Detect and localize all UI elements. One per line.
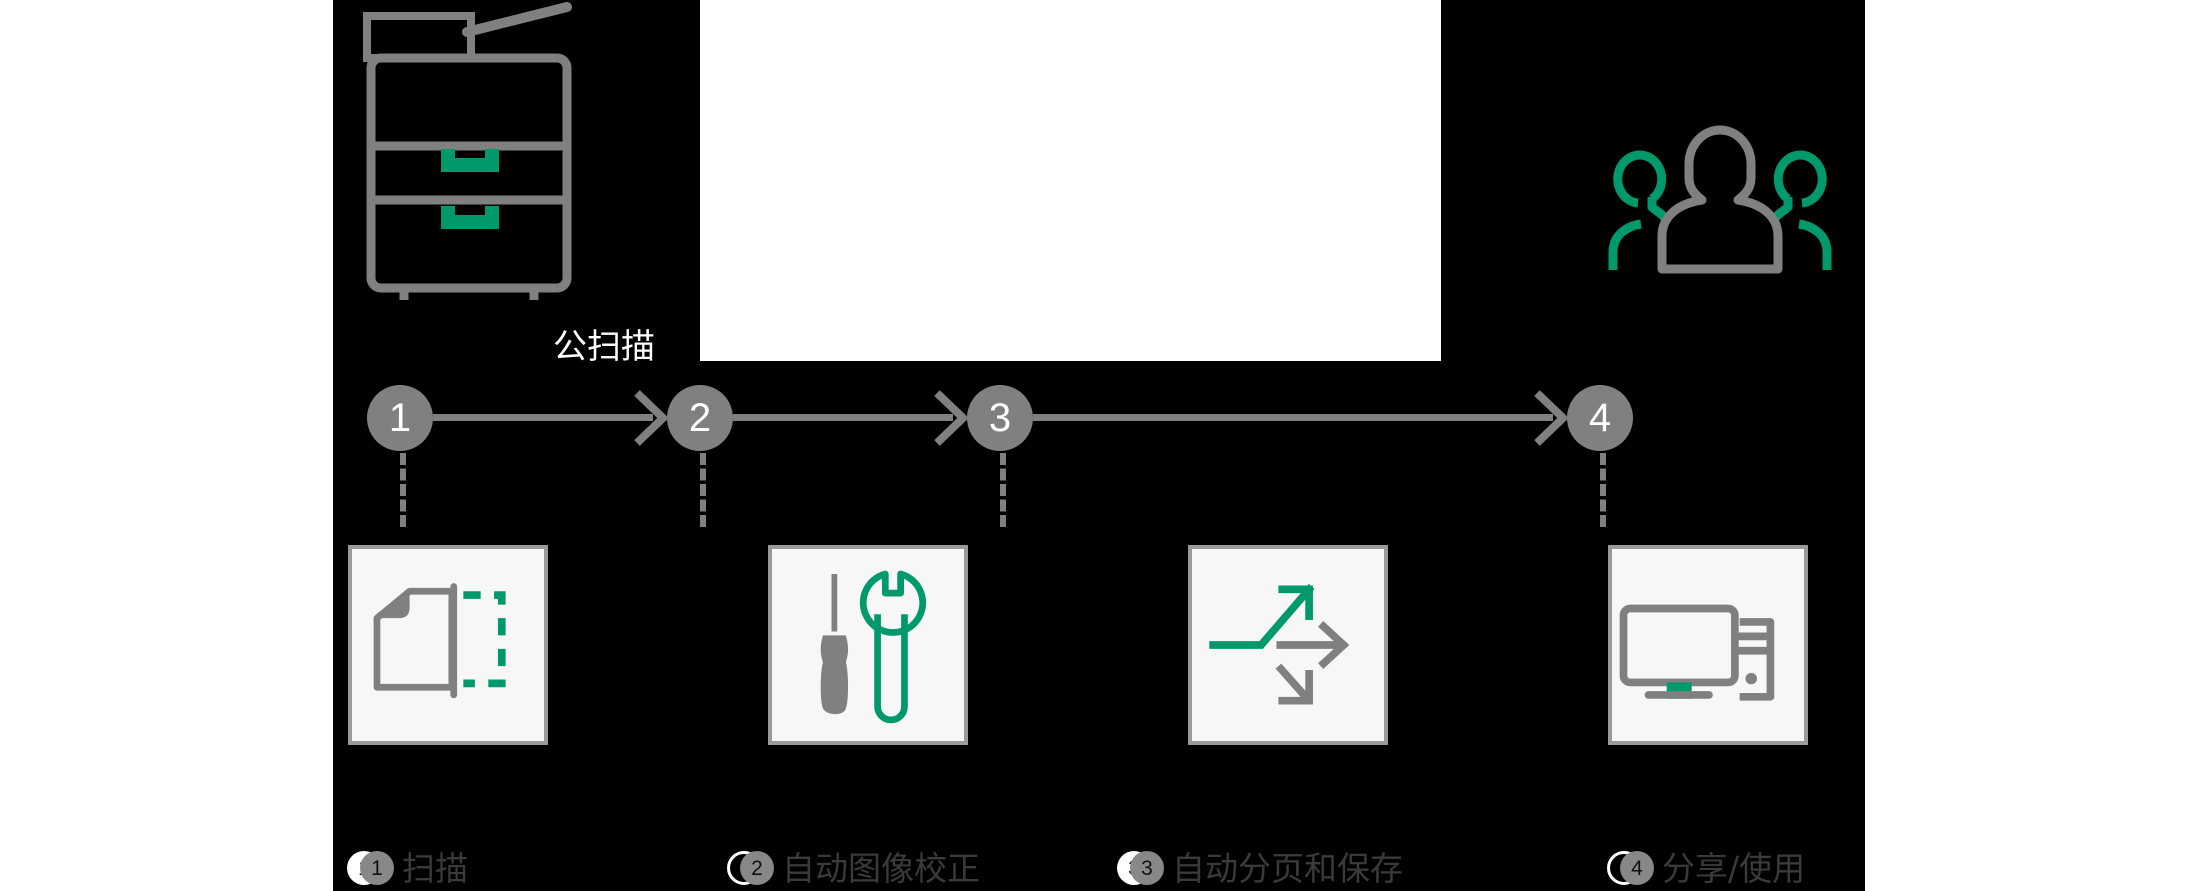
timeline-connector-2 <box>700 453 706 527</box>
printer-caption: 公扫描 <box>553 327 655 367</box>
badge-solid-1: 1 <box>360 851 394 885</box>
arrowhead-icon-2 <box>933 389 969 447</box>
timeline-segment-2 <box>733 414 953 421</box>
timeline-segment-3 <box>1033 414 1553 421</box>
card-share-use[interactable] <box>1608 545 1808 745</box>
screwdriver-wrench-icon <box>820 570 927 724</box>
arrowhead-icon-1 <box>633 389 669 447</box>
timeline-connector-1 <box>400 453 406 527</box>
arrowhead-icon-3 <box>1533 389 1569 447</box>
badge-2: 2 <box>727 851 774 885</box>
card-auto-split-save[interactable] <box>1188 545 1388 745</box>
diverging-arrows-icon <box>1209 583 1350 705</box>
people-group-icon <box>1600 110 1840 275</box>
timeline-step-4[interactable]: 4 <box>1567 385 1633 451</box>
label-text-4: 分享/使用 <box>1662 848 1806 888</box>
timeline-connector-3 <box>1000 453 1006 527</box>
timeline-step-3[interactable]: 3 <box>967 385 1033 451</box>
label-step-1: 1 1 扫描 <box>347 845 468 891</box>
timeline-connector-4 <box>1600 453 1606 527</box>
card-image-correction[interactable] <box>768 545 968 745</box>
label-text-1: 扫描 <box>402 848 468 888</box>
badge-solid-3: 3 <box>1130 851 1164 885</box>
timeline: 1 2 3 4 <box>333 385 1865 527</box>
label-step-2: 2 自动图像校正 <box>727 845 980 891</box>
multifunction-printer-icon <box>352 0 602 300</box>
card-scan[interactable] <box>348 545 548 745</box>
document-scan-icon <box>373 583 506 699</box>
label-text-2: 自动图像校正 <box>782 848 980 888</box>
desktop-computer-icon <box>1619 604 1775 701</box>
badge-solid-2: 2 <box>740 851 774 885</box>
label-step-4: 4 分享/使用 <box>1607 845 1806 891</box>
timeline-step-2[interactable]: 2 <box>667 385 733 451</box>
blank-content-panel <box>700 0 1441 361</box>
badge-solid-4: 4 <box>1620 851 1654 885</box>
badge-4: 4 <box>1607 851 1654 885</box>
timeline-segment-1 <box>433 414 653 421</box>
label-text-3: 自动分页和保存 <box>1172 848 1403 888</box>
label-step-3: 3 3 自动分页和保存 <box>1117 845 1403 891</box>
badge-3: 3 3 <box>1117 851 1164 885</box>
timeline-step-1[interactable]: 1 <box>367 385 433 451</box>
badge-1: 1 1 <box>347 851 394 885</box>
